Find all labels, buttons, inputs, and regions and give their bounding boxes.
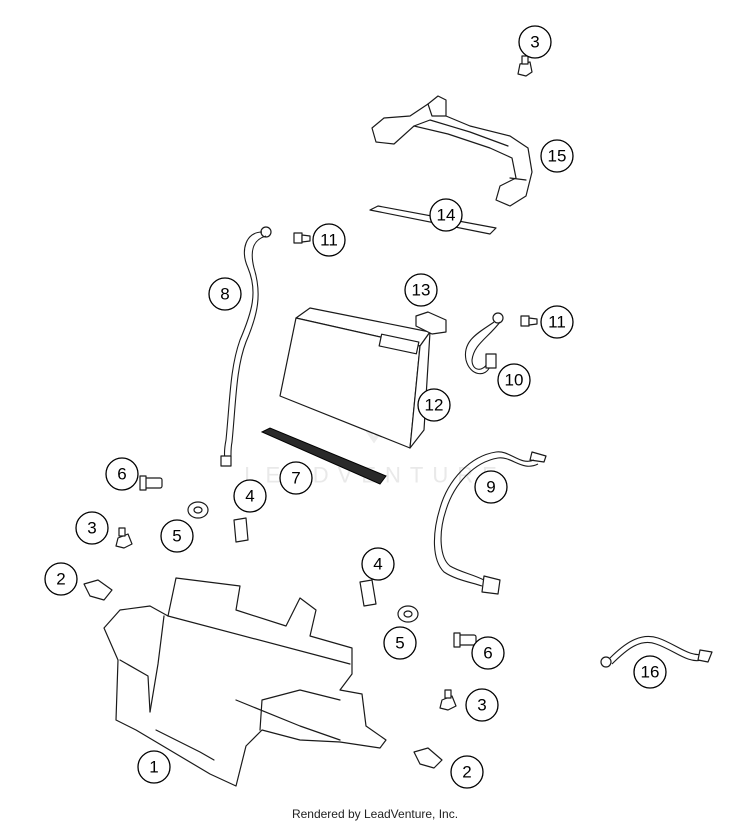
svg-text:15: 15 (548, 147, 567, 166)
part-bolt-3a (115, 527, 133, 549)
part-battery-tray (103, 577, 387, 787)
svg-text:10: 10 (505, 371, 524, 390)
part-bolt-3b (439, 689, 457, 711)
svg-text:5: 5 (172, 527, 181, 546)
part-bolt-top (517, 55, 533, 77)
svg-text:2: 2 (462, 763, 471, 782)
part-negative-cable (220, 226, 272, 467)
svg-text:4: 4 (245, 487, 254, 506)
part-terminal-cover (415, 311, 447, 335)
svg-text:11: 11 (320, 231, 338, 250)
part-clip-4a (233, 517, 249, 543)
svg-text:3: 3 (477, 696, 486, 715)
callout-16: 16 (633, 655, 667, 689)
callout-2b: 2 (450, 755, 484, 789)
svg-text:3: 3 (530, 33, 539, 52)
part-ground-strap (600, 636, 713, 668)
svg-text:3: 3 (87, 519, 96, 538)
callout-12: 12 (417, 388, 451, 422)
svg-text:11: 11 (548, 313, 566, 332)
svg-text:2: 2 (56, 570, 65, 589)
callout-6b: 6 (471, 636, 505, 670)
part-bolt-6a (139, 475, 163, 491)
svg-text:8: 8 (220, 285, 229, 304)
callout-8: 8 (208, 277, 242, 311)
footer-credit: Rendered by LeadVenture, Inc. (291, 807, 459, 821)
callout-13: 13 (404, 273, 438, 307)
callout-5b: 5 (383, 626, 417, 660)
svg-text:1: 1 (149, 758, 158, 777)
callout-1: 1 (137, 750, 171, 784)
callout-11a: 11 (312, 223, 346, 257)
svg-text:5: 5 (395, 634, 404, 653)
svg-text:6: 6 (117, 465, 126, 484)
callout-3-left: 3 (75, 511, 109, 545)
part-cable-9 (433, 451, 547, 595)
svg-text:14: 14 (437, 206, 456, 225)
callout-7: 7 (279, 461, 313, 495)
part-bolt-11a (293, 232, 311, 244)
part-nut-2a (83, 579, 113, 601)
callout-15: 15 (540, 139, 574, 173)
callout-10: 10 (497, 363, 531, 397)
svg-text:16: 16 (641, 663, 660, 682)
svg-text:4: 4 (373, 555, 382, 574)
callout-9: 9 (474, 470, 508, 504)
svg-text:7: 7 (291, 469, 300, 488)
callout-4a: 4 (233, 479, 267, 513)
part-battery-mat (260, 427, 387, 485)
part-battery (279, 307, 431, 449)
svg-text:13: 13 (412, 281, 431, 300)
svg-text:9: 9 (486, 478, 495, 497)
part-positive-cable-short (464, 312, 504, 375)
svg-text:6: 6 (483, 644, 492, 663)
callout-14: 14 (429, 198, 463, 232)
callout-6a: 6 (105, 457, 139, 491)
callout-4b: 4 (361, 547, 395, 581)
svg-text:12: 12 (425, 396, 444, 415)
part-grommet-5b (397, 605, 419, 623)
callout-3-right: 3 (465, 688, 499, 722)
part-grommet-5a (187, 501, 209, 519)
part-bolt-6b (453, 632, 477, 648)
callout-11b: 11 (540, 305, 574, 339)
callout-2a: 2 (44, 562, 78, 596)
callout-5a: 5 (160, 519, 194, 553)
part-nut-2b (413, 747, 443, 769)
part-clip-4b (359, 579, 377, 607)
part-battery-bracket (371, 95, 533, 207)
callout-3-top: 3 (518, 25, 552, 59)
part-bolt-11b (520, 315, 538, 327)
